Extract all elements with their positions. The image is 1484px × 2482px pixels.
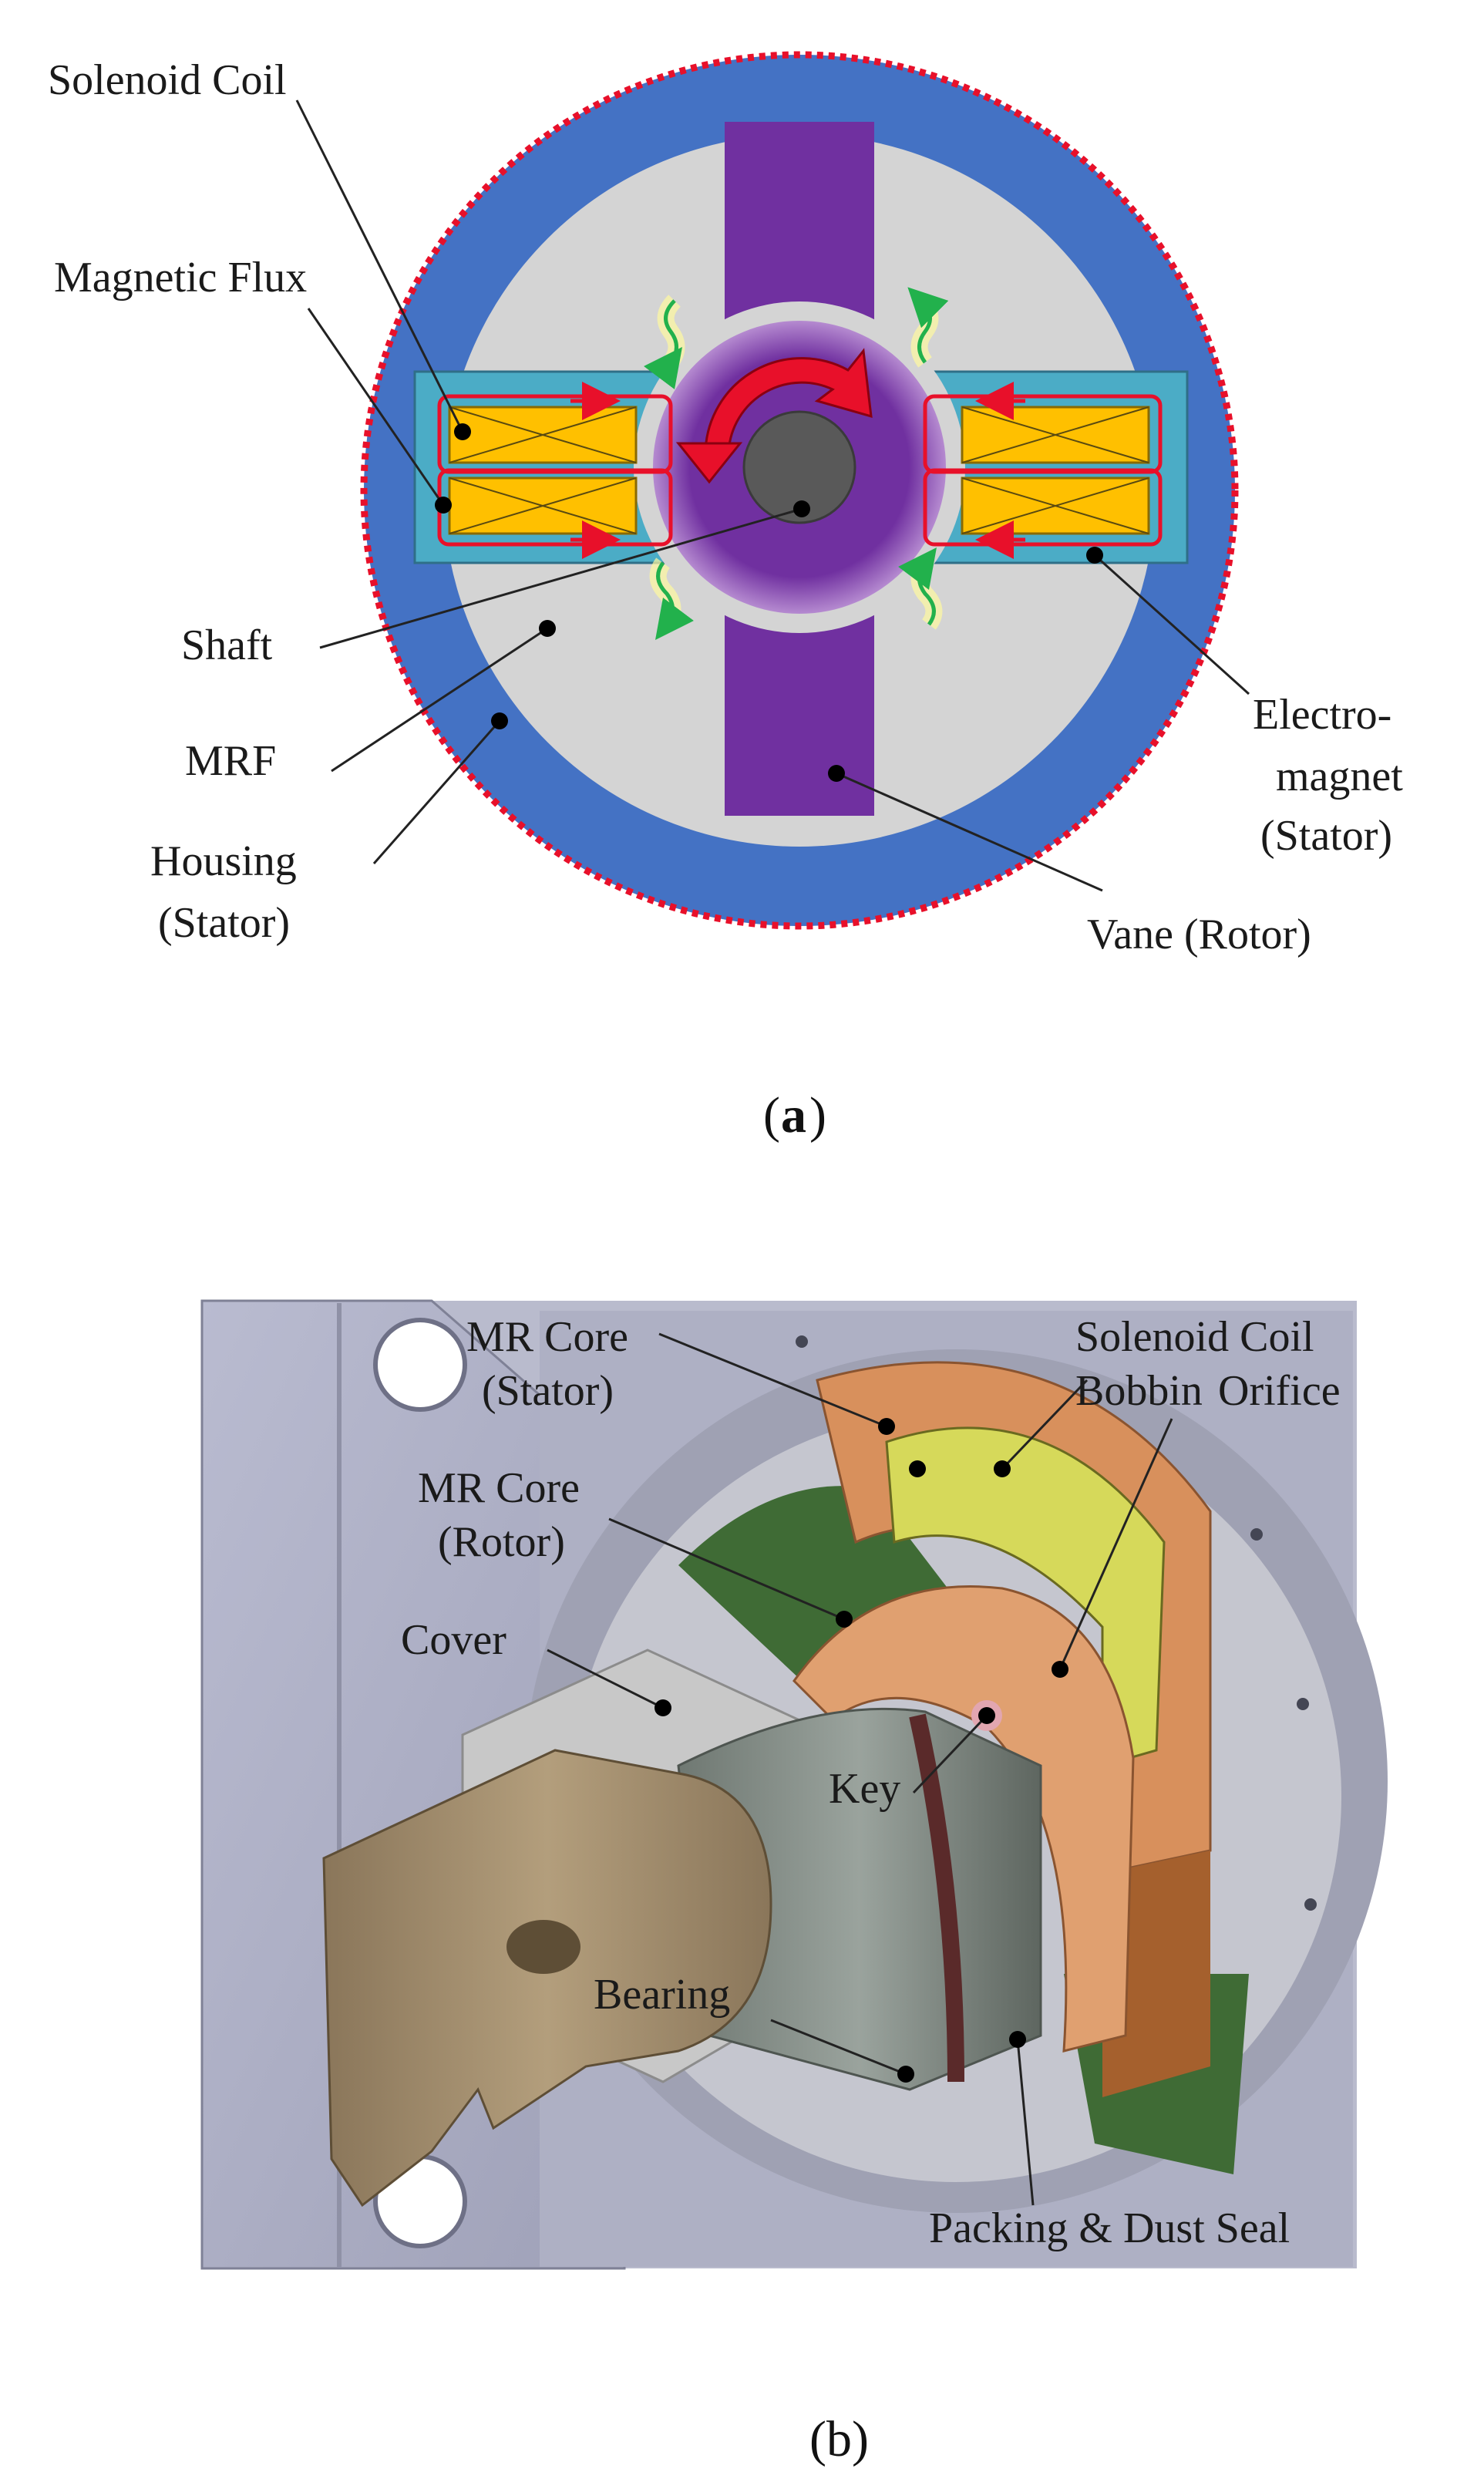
label-mr-core-stator-line1: MR Core <box>466 1313 628 1361</box>
packing-seal <box>909 1713 964 2083</box>
bracket-hole-top <box>373 1318 467 1412</box>
label-dots-a <box>435 423 1103 782</box>
label-packing-dust-seal: Packing & Dust Seal <box>929 2204 1290 2252</box>
caption-b: (b) <box>809 2411 869 2467</box>
label-dots-b <box>655 1418 1068 2083</box>
housing-dotted-border <box>360 51 1239 930</box>
figure-b: MR Core (Stator) Solenoid Coil Bobbin Or… <box>200 1299 1388 2467</box>
shaft <box>742 410 856 524</box>
label-vane-rotor: Vane (Rotor) <box>1087 911 1311 958</box>
svg-text:(: ( <box>763 1087 780 1143</box>
flow-arrows <box>644 287 949 641</box>
shaft-b <box>322 1749 772 2208</box>
label-solenoid-coil: Solenoid Coil <box>48 56 287 104</box>
label-mr-core-rotor-line2: (Rotor) <box>438 1518 565 1566</box>
label-key: Key <box>829 1765 900 1813</box>
label-mrf: MRF <box>185 737 276 785</box>
leader-lines-b <box>547 1332 1173 2206</box>
figure-a: Solenoid Coil Magnetic Flux Shaft MRF Ho… <box>48 51 1403 1143</box>
rotation-arrow-head <box>675 442 743 484</box>
svg-text:): ) <box>809 1087 826 1143</box>
label-housing-line1: Housing <box>150 837 297 885</box>
label-bobbin: Bobbin <box>1075 1367 1203 1415</box>
label-electromagnet-line1: Electro- <box>1253 691 1391 739</box>
mr-core-rotor <box>792 1585 1135 2053</box>
label-cover: Cover <box>401 1616 506 1664</box>
label-bearing: Bearing <box>594 1971 730 2019</box>
housing-bolt-holes <box>796 1335 1317 1911</box>
label-orifice: Orifice <box>1218 1367 1341 1415</box>
label-solenoid-coil-b: Solenoid Coil <box>1075 1313 1314 1361</box>
label-mr-core-stator-line2: (Stator) <box>482 1367 614 1415</box>
rotation-arrow <box>704 348 873 456</box>
label-electromagnet-line2: magnet <box>1276 753 1403 800</box>
label-electromagnet-line3: (Stator) <box>1260 812 1392 860</box>
label-mr-core-rotor-line1: MR Core <box>418 1464 580 1512</box>
solenoid-coil <box>885 1426 1166 1767</box>
leader-lines-a <box>295 99 1250 892</box>
caption-a-letter: a <box>781 1087 806 1143</box>
label-housing-line2: (Stator) <box>158 899 290 947</box>
caption-a: ( a ) <box>763 1087 826 1143</box>
label-shaft: Shaft <box>181 621 273 669</box>
label-magnetic-flux: Magnetic Flux <box>54 254 307 301</box>
shaft-hole <box>506 1920 580 1974</box>
